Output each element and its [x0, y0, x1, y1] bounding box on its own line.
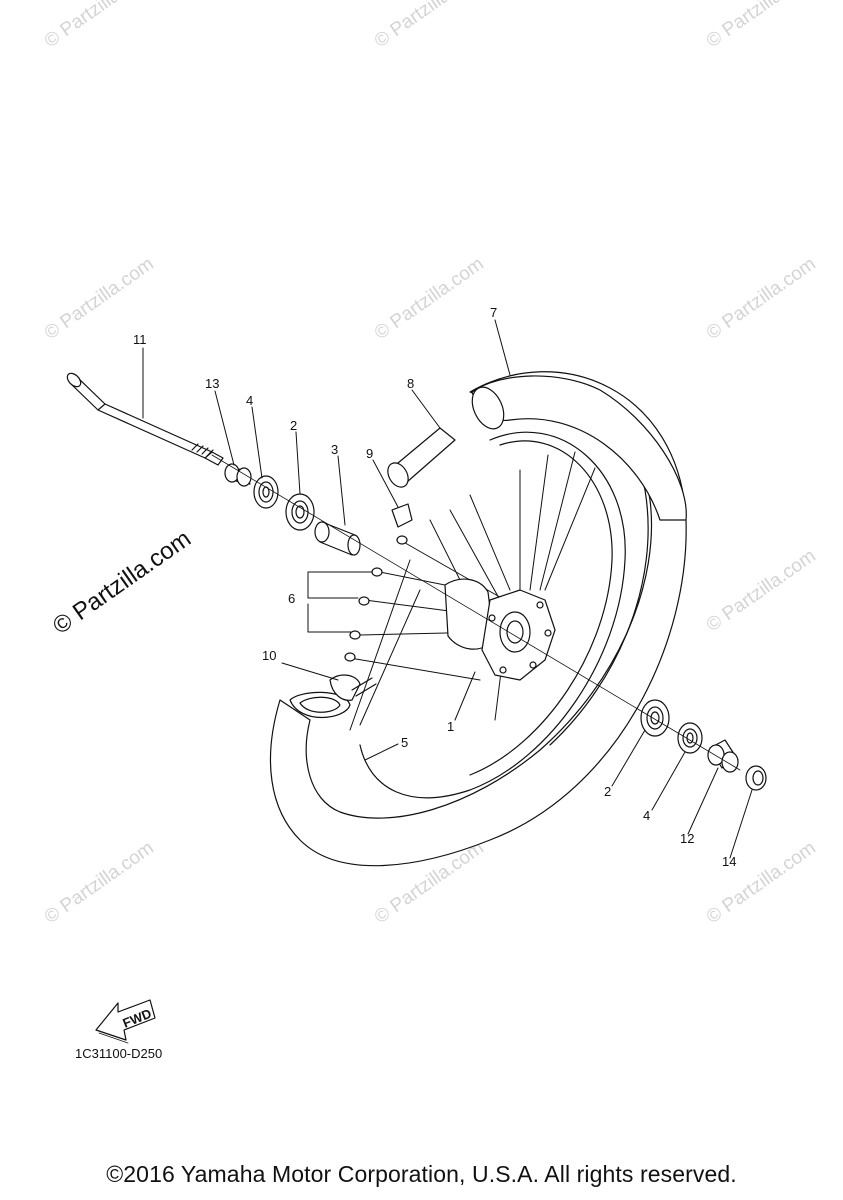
bearing-left: [285, 493, 315, 531]
callout-label: 12: [680, 831, 694, 846]
watermark: © Partzilla.com: [371, 253, 488, 344]
watermark: © Partzilla.com: [41, 0, 158, 52]
hub: [444, 578, 556, 681]
callout-label: 1: [447, 719, 454, 734]
callout-label: 13: [205, 376, 219, 391]
callout-label: 14: [722, 854, 736, 869]
watermark: © Partzilla.com: [703, 837, 820, 928]
watermark: © Partzilla.com: [703, 0, 820, 52]
axle-nut: [745, 765, 767, 791]
callout-label: 11: [133, 332, 147, 347]
fwd-arrow-icon: [95, 999, 156, 1044]
rim: [359, 431, 626, 799]
front-axle: [66, 372, 224, 466]
spacer: [314, 521, 361, 556]
watermark: © Partzilla.com: [41, 837, 158, 928]
callout-label: 9: [366, 446, 373, 461]
callout-label: 4: [246, 393, 253, 408]
watermark: © Partzilla.com: [703, 545, 820, 636]
watermark: © Partzilla.com: [703, 253, 820, 344]
valve: [329, 674, 377, 701]
rim-lock: [391, 503, 413, 528]
callout-label: 4: [643, 808, 650, 823]
bearing-right: [640, 699, 670, 737]
callout-label: 3: [331, 442, 338, 457]
rim-band: [387, 427, 456, 488]
copyright-notice: ©2016 Yamaha Motor Corporation, U.S.A. A…: [106, 1161, 737, 1187]
collar: [224, 463, 252, 487]
tube: [471, 375, 687, 521]
callout-label: 10: [262, 648, 276, 663]
watermark-group: © Partzilla.com © Partzilla.com © Partzi…: [41, 0, 820, 928]
diagram-code: 1C31100-D250: [75, 1046, 163, 1061]
callout-label: 8: [407, 376, 414, 391]
callout-label: 6: [288, 591, 295, 606]
callout-label: 2: [604, 784, 611, 799]
leader-lines: [142, 319, 753, 859]
watermark: © Partzilla.com: [371, 0, 488, 52]
watermark-main: © Partzilla.com: [48, 525, 196, 640]
axle-centerline: [211, 454, 741, 771]
spoke-nipples: [344, 535, 408, 662]
oil-seal-right: [677, 722, 703, 754]
callout-label: 7: [490, 305, 497, 320]
collar-right: [707, 739, 739, 773]
callout-labels: 11 13 4 2 3 9 8 7 6 10 5 1 2 4 12 14: [133, 305, 736, 869]
callout-label: 5: [401, 735, 408, 750]
watermark: © Partzilla.com: [41, 253, 158, 344]
callout-label: 2: [290, 418, 297, 433]
